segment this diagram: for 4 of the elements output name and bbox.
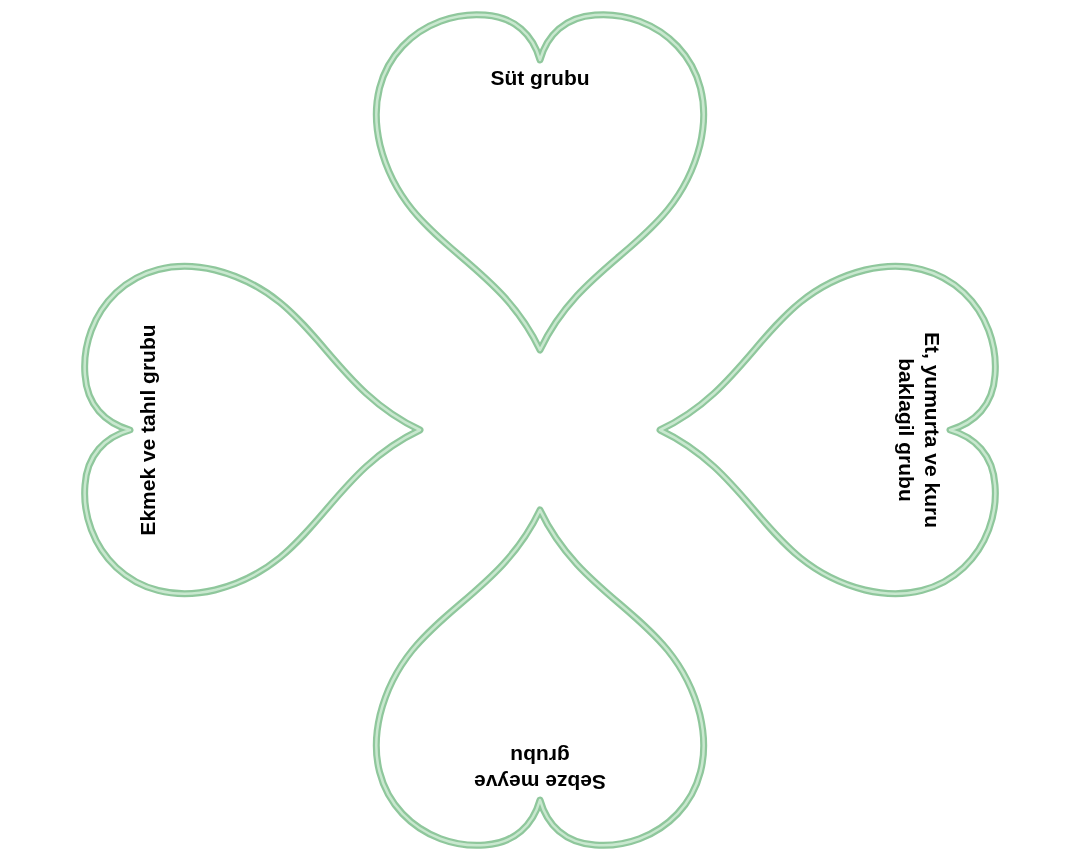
leaf-label: Ekmek ve tahıl grubu	[135, 323, 160, 538]
leaf-label: Süt grubu	[489, 65, 591, 91]
leaf-label: Sebze meyve grubu	[473, 743, 607, 795]
leaf-label: Et, yumurta ve kuru baklagil grubu	[893, 330, 945, 531]
